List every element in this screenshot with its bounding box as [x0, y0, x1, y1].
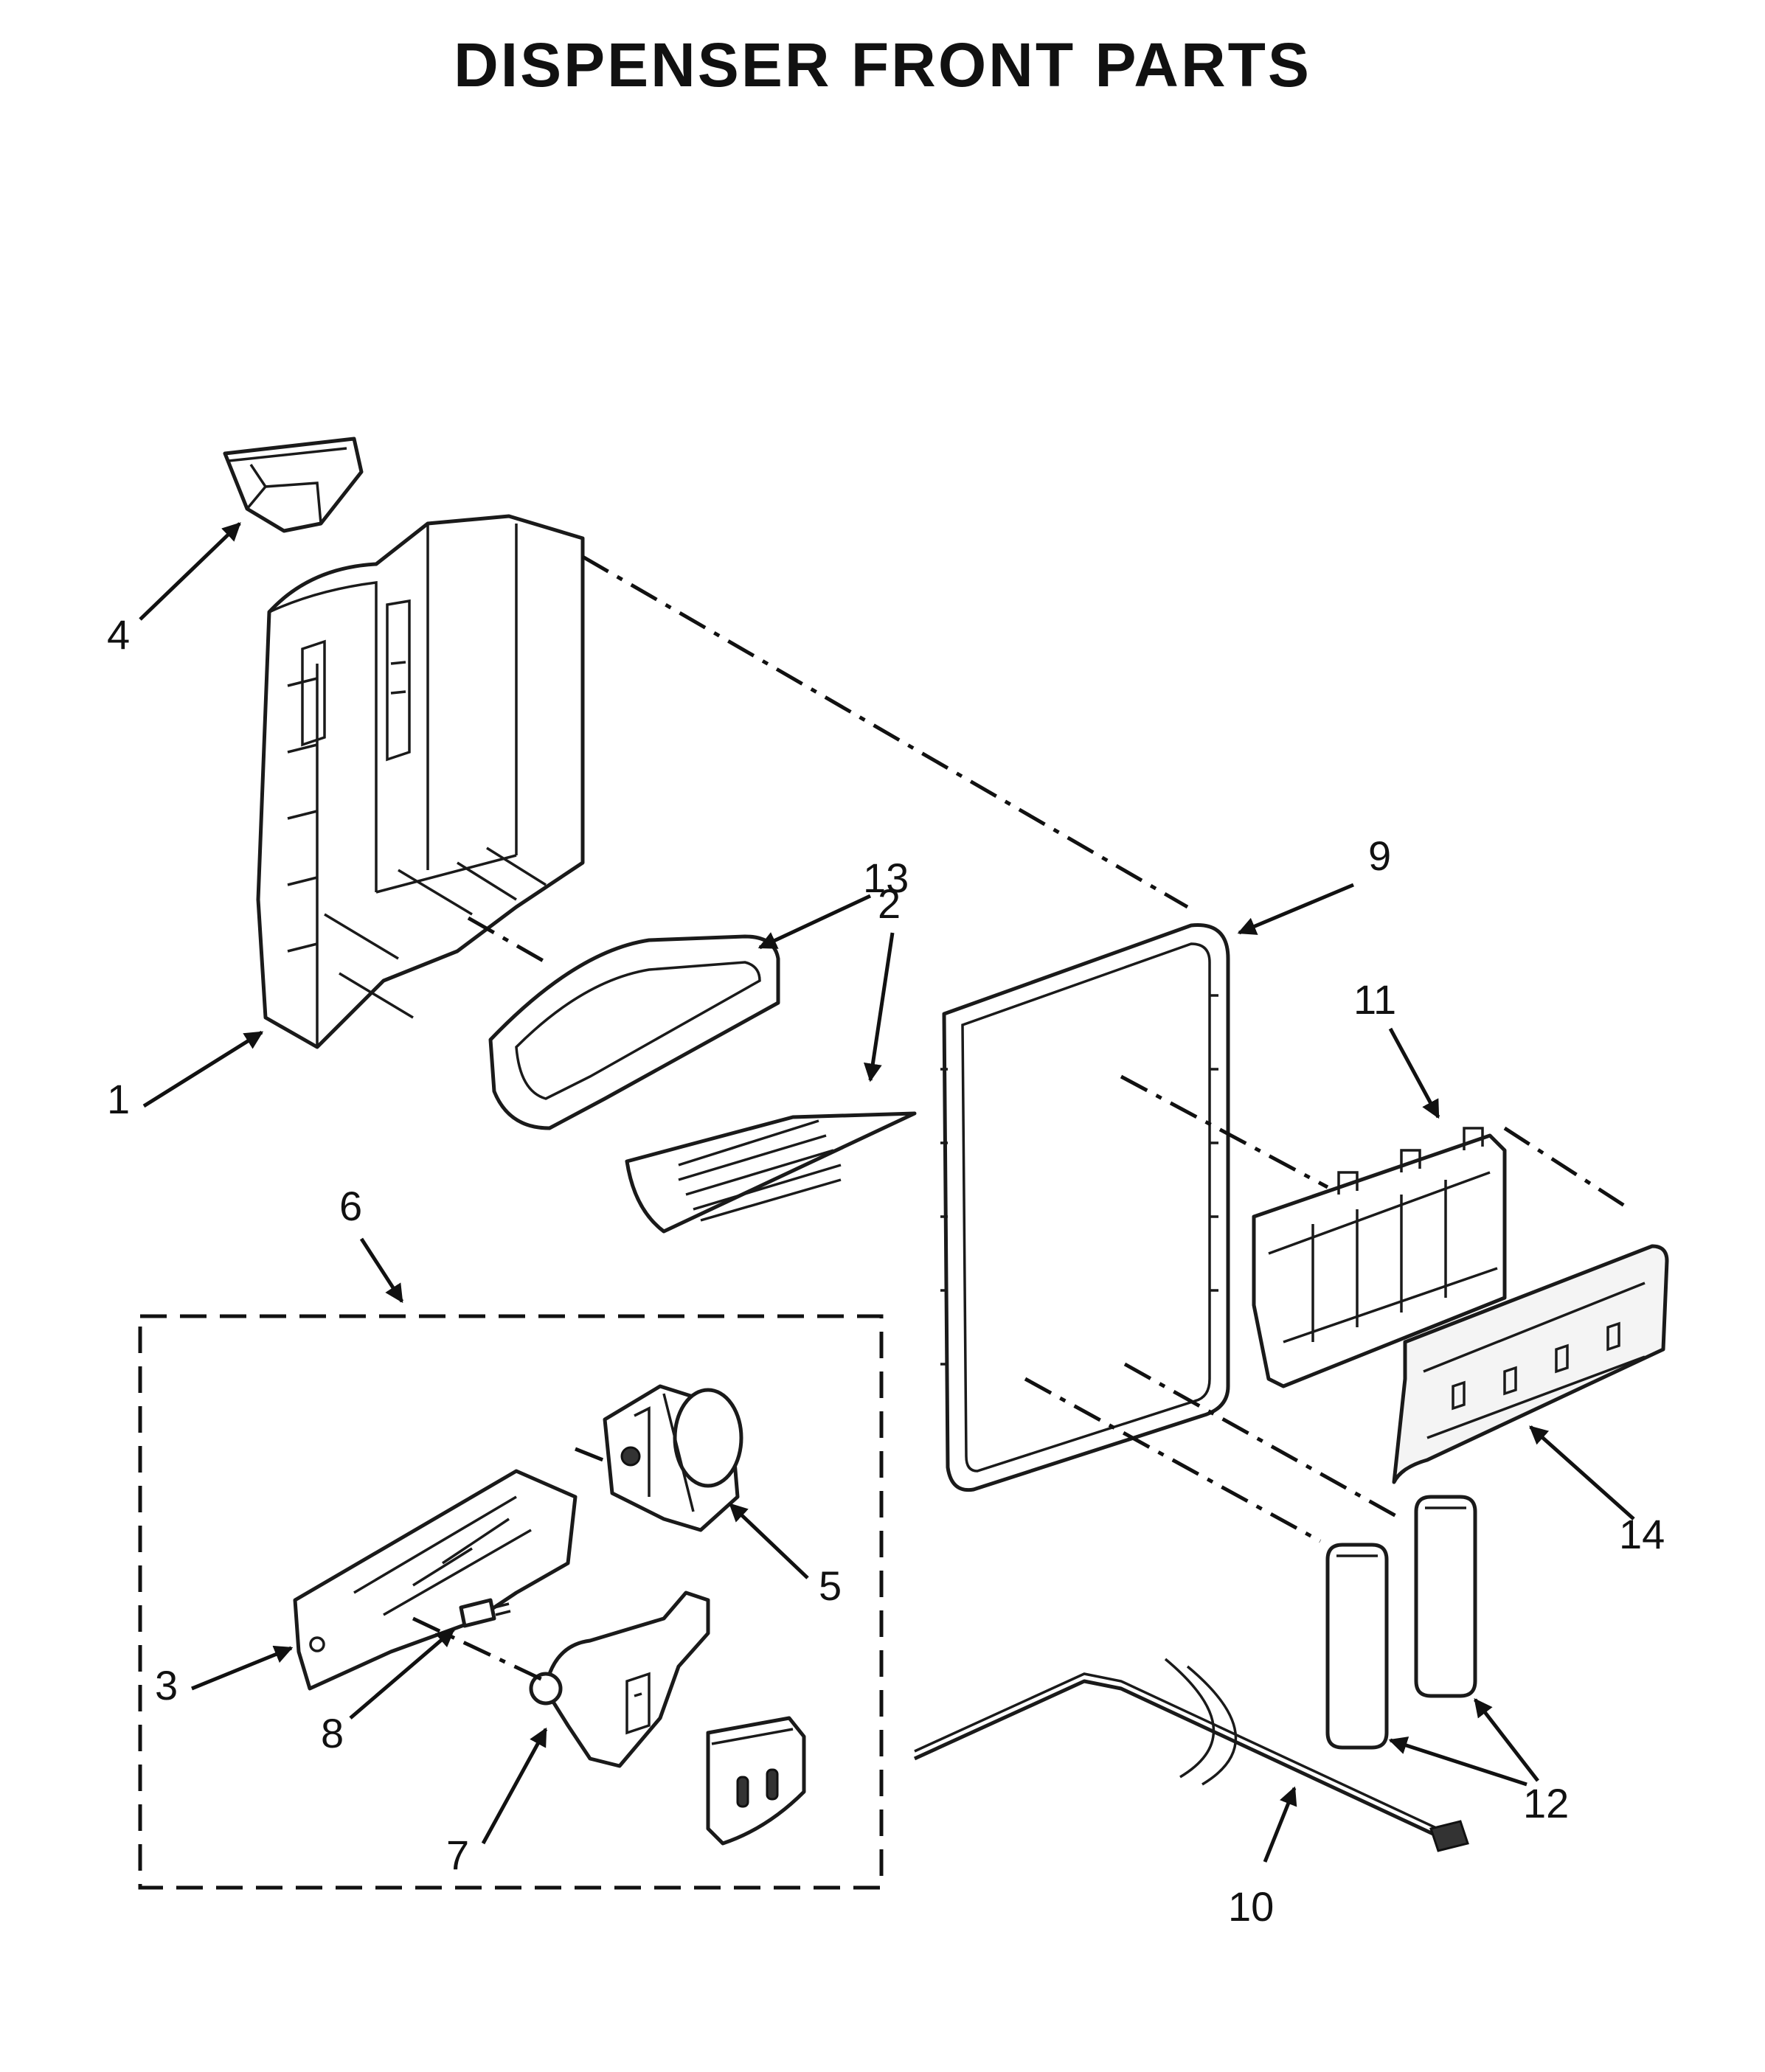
callout-11: 11	[1353, 976, 1396, 1023]
part-14-control-panel[interactable]	[1392, 1244, 1669, 1484]
callout-3: 3	[155, 1662, 178, 1708]
part-5-motor[interactable]	[603, 1384, 743, 1532]
callout-14: 14	[1619, 1511, 1665, 1557]
callout-8: 8	[321, 1710, 344, 1756]
callout-12: 12	[1523, 1780, 1569, 1826]
page-title: DISPENSER FRONT PARTS	[454, 30, 1311, 100]
callout-9: 9	[1368, 832, 1391, 879]
part-2-drip-grille[interactable]	[625, 1111, 917, 1234]
part-11-control-board[interactable]	[1252, 1127, 1507, 1388]
part-1-dispenser-housing[interactable]	[256, 514, 585, 1049]
part-10-wire-harness[interactable]	[913, 1658, 1469, 1852]
callout-10: 10	[1228, 1883, 1274, 1930]
callout-7: 7	[446, 1832, 469, 1878]
callout-5: 5	[819, 1562, 842, 1609]
leader-arrows	[139, 522, 1635, 1863]
alignment-lines	[412, 554, 1632, 1683]
part-7-solenoid[interactable]	[529, 1590, 710, 1768]
part-13-drip-tray[interactable]	[488, 934, 780, 1130]
callout-labels: 1 2 3 4 5 6 7 8 9 10 11 12 13 14	[107, 611, 1665, 1930]
callout-1: 1	[107, 1076, 130, 1122]
part-12-paddles[interactable]	[1325, 1495, 1477, 1750]
callout-13: 13	[863, 855, 909, 901]
part-9-dispenser-frame[interactable]	[940, 923, 1230, 1492]
callout-2: 2	[878, 880, 901, 927]
part-3-bracket[interactable]	[293, 1469, 578, 1691]
part-4-cup[interactable]	[223, 437, 364, 533]
part-6-switch-pad[interactable]	[706, 1716, 806, 1846]
part-6-group-outline	[138, 1314, 884, 1890]
callout-6: 6	[339, 1183, 362, 1229]
callout-4: 4	[107, 611, 130, 658]
part-8-screw[interactable]	[459, 1598, 511, 1628]
